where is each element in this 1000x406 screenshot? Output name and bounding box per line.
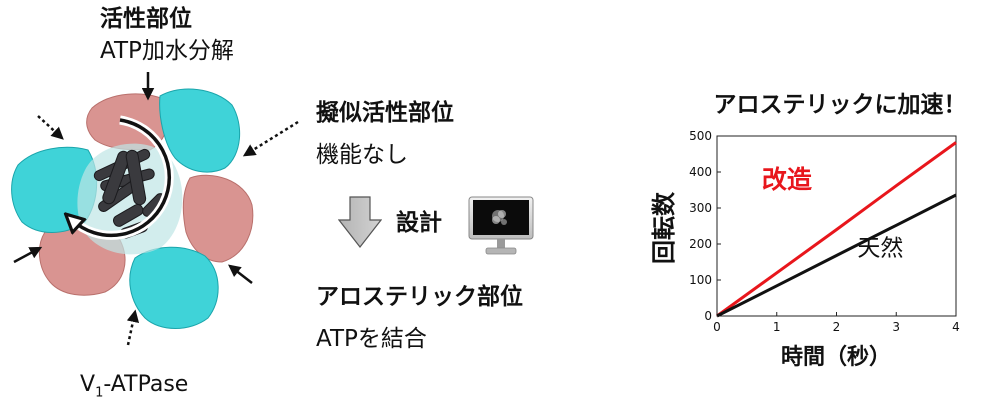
y-axis-label: 回転数 [650,191,678,264]
protein-label: V1-ATPase [80,372,189,401]
series-label-1: 改造 [762,165,812,194]
subunit-pink-right [182,174,254,263]
pseudo-site-title: 擬似活性部位 [316,100,454,126]
y-tick-label: 100 [689,273,712,287]
active-site-desc: ATP加水分解 [100,38,234,64]
pointer-arrows [13,72,299,346]
series-line-1 [716,141,957,318]
design-label: 設計 [396,210,442,236]
arrow-active-site-l [13,246,43,264]
series-line-2 [716,193,957,318]
x-axis-label: 時間（秒） [781,345,891,370]
arrow-pseudo-site-r [242,120,299,157]
y-tick-label: 400 [689,165,712,179]
x-tick-label: 3 [892,320,900,334]
protein-illustration [11,72,299,346]
chart-title: アロステリックに加速！ [714,91,967,118]
central-rotor [93,148,166,239]
pseudo-site-desc: 機能なし [316,142,408,168]
down-arrow-icon [338,196,382,248]
active-site-title: 活性部位 [100,6,192,32]
x-tick-label: 0 [713,320,721,334]
computer-monitor-icon [468,196,534,255]
subunit-cyan-bottom [129,246,219,329]
y-tick-label: 0 [704,309,712,323]
x-tick-label: 1 [773,320,781,334]
arrow-active-site-r [228,264,253,284]
x-tick-label: 4 [952,320,960,334]
y-tick-label: 200 [689,237,712,251]
series-label-2: 天然 [857,236,903,262]
y-tick-label: 500 [689,129,712,143]
subunit-cyan-top-right [159,88,241,173]
y-tick-label: 300 [689,201,712,215]
allosteric-site-desc: ATPを結合 [316,326,427,352]
x-tick-label: 2 [833,320,841,334]
allosteric-site-title: アロステリック部位 [316,284,523,310]
